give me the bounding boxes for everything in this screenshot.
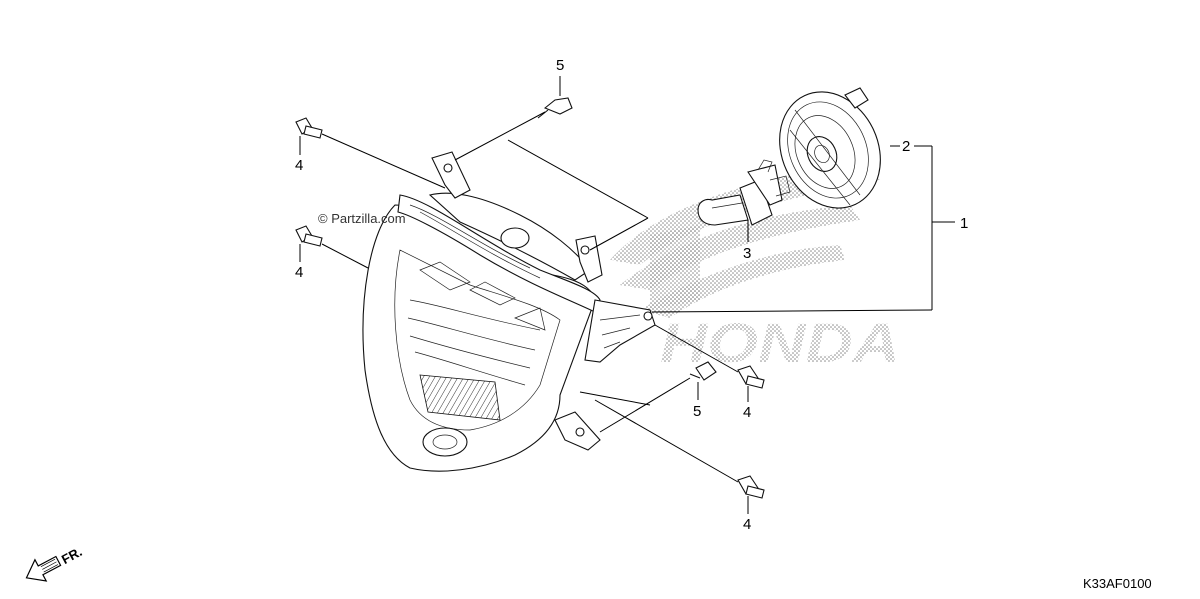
- partzilla-watermark: © Partzilla.com: [318, 211, 406, 226]
- screw-bottom[interactable]: [689, 361, 717, 381]
- callout-2: 2: [902, 138, 910, 155]
- bolt-right[interactable]: [737, 365, 765, 389]
- honda-brand-watermark: HONDA: [660, 311, 900, 374]
- callout-4-mid-left: 4: [295, 264, 303, 281]
- leader-lines: [299, 76, 955, 514]
- callout-4-right: 4: [743, 404, 751, 421]
- bolt-top-left[interactable]: [295, 117, 323, 139]
- callout-5-top: 5: [556, 57, 564, 74]
- callout-5-bottom: 5: [693, 403, 701, 420]
- headlight-assembly[interactable]: [362, 151, 656, 472]
- bolt-bottom[interactable]: [737, 475, 765, 499]
- callout-1: 1: [960, 215, 968, 232]
- front-direction-label: FR.: [59, 544, 85, 567]
- callout-4-top-left: 4: [295, 157, 303, 174]
- screw-top[interactable]: [537, 97, 573, 119]
- headlight-bulb[interactable]: [697, 159, 791, 226]
- front-direction-arrow: FR.: [25, 544, 85, 582]
- bolt-mid-left[interactable]: [295, 225, 323, 247]
- callout-3: 3: [743, 245, 751, 262]
- diagram-code: K33AF0100: [1083, 576, 1152, 591]
- dust-cover[interactable]: [761, 75, 899, 224]
- callout-4-bottom: 4: [743, 516, 751, 533]
